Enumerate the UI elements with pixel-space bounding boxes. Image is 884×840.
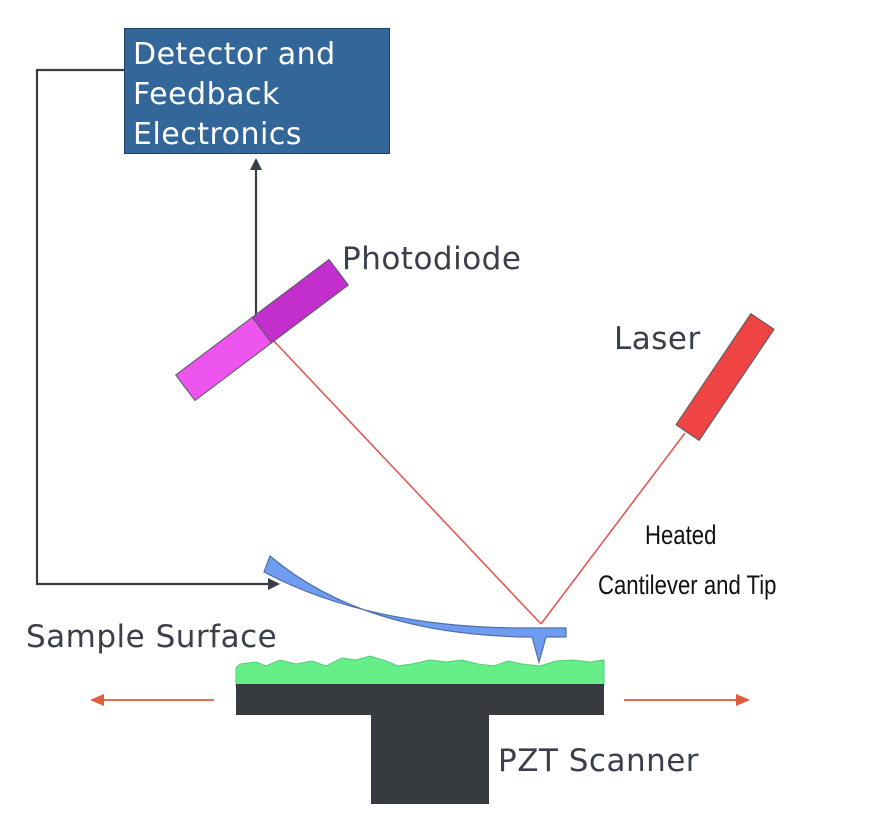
sample-surface: [235, 655, 605, 687]
reflected-laser-beam: [271, 338, 542, 625]
detector-feedback-electronics-box: Detector and Feedback Electronics: [124, 28, 390, 154]
detector-line-1: Detector and: [133, 37, 336, 72]
incident-laser-beam: [540, 432, 686, 625]
cantilever: [263, 554, 567, 665]
laser-label: Laser: [614, 321, 701, 357]
sample-surface-label: Sample Surface: [26, 619, 278, 655]
detector-line-2: Feedback: [133, 77, 280, 112]
laser: [675, 312, 775, 442]
cantilever-label-line-1: Heated: [645, 520, 717, 550]
pzt-scanner-label: PZT Scanner: [498, 743, 700, 779]
cantilever-label-line-2: Cantilever and Tip: [598, 570, 777, 600]
photodiode: [175, 258, 349, 402]
scanner-plate: [236, 684, 604, 715]
scanner-stem: [371, 714, 489, 804]
photodiode-label: Photodiode: [342, 241, 522, 277]
detector-line-3: Electronics: [133, 117, 303, 152]
feedback-loop-line: [35, 68, 280, 590]
